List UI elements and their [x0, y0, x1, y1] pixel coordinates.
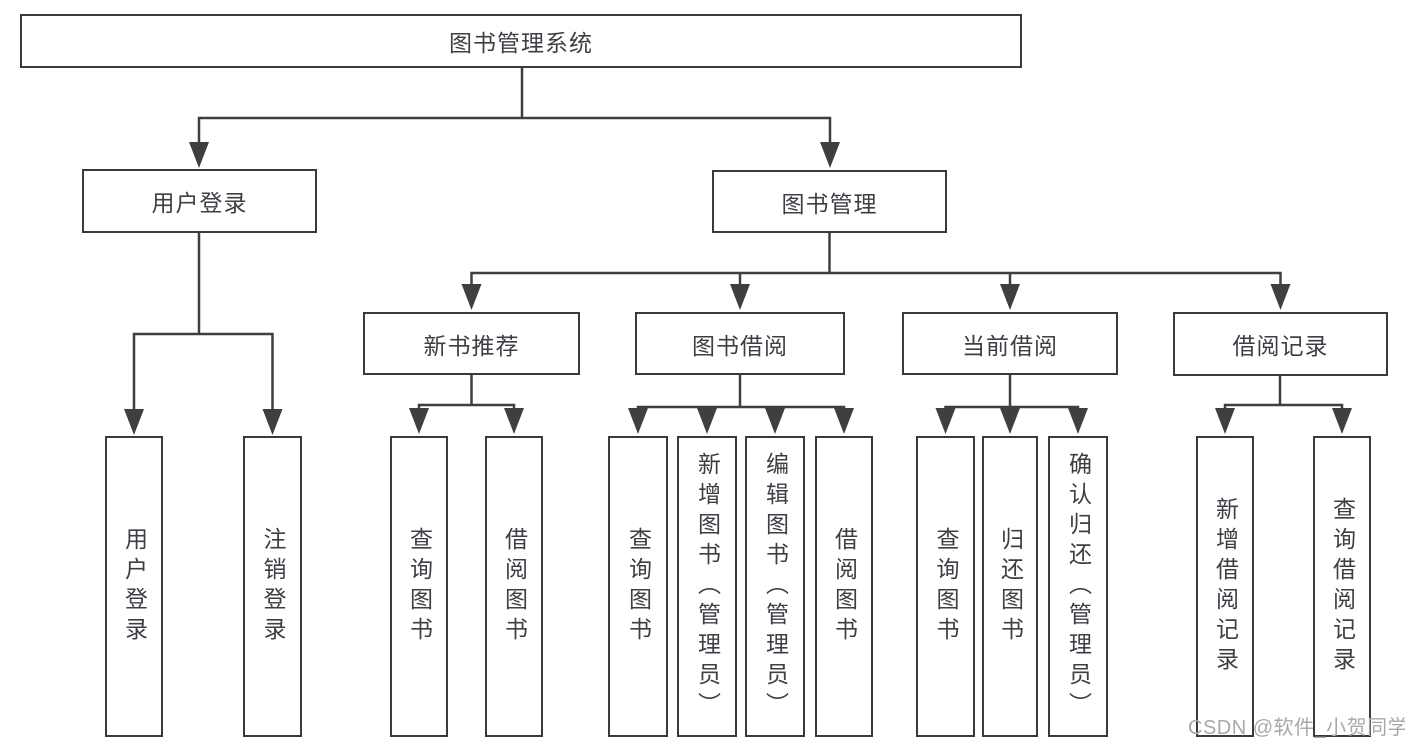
arrowhead-user-login — [189, 142, 209, 168]
leaf-edit-books-admin: 编辑图书（管理员） — [745, 436, 805, 737]
arrowhead-nb-borrow — [504, 408, 524, 434]
leaf-return-books: 归还图书 — [982, 436, 1038, 737]
leaf-user-login: 用户登录 — [105, 436, 163, 737]
arrowhead-bb-add — [697, 408, 717, 434]
node-label: 用户登录 — [151, 190, 248, 216]
leaf-query-borrow-record: 查询借阅记录 — [1313, 436, 1371, 737]
node-new-book-recommend: 新书推荐 — [363, 312, 580, 375]
node-system-root: 图书管理系统 — [20, 14, 1022, 68]
arrowhead-leaf-logout — [262, 409, 283, 435]
node-label: 查询借阅记录 — [1329, 496, 1356, 677]
leaf-add-books-admin: 新增图书（管理员） — [677, 436, 737, 737]
connector-level3-rail — [470, 271, 1282, 286]
node-label: 图书借阅 — [692, 332, 788, 359]
node-label: 用户登录 — [121, 526, 148, 647]
arrowhead-current-borrow — [1000, 284, 1020, 310]
arrowhead-nb-query — [409, 408, 429, 434]
node-label: 借阅图书 — [831, 526, 858, 647]
arrowhead-bb-edit — [765, 408, 785, 434]
node-borrow-record: 借阅记录 — [1173, 312, 1388, 376]
node-label: 查询图书 — [406, 526, 433, 647]
node-label: 查询图书 — [933, 526, 959, 647]
connector-user-login-rail — [132, 332, 274, 410]
arrowhead-leaf-user-login — [124, 409, 144, 435]
node-label: 新增借阅记录 — [1212, 496, 1239, 677]
arrowhead-bb-borrow — [834, 408, 854, 434]
leaf-query-books: 查询图书 — [608, 436, 668, 737]
arrowhead-new-book-rec — [461, 284, 482, 310]
leaf-logout: 注销登录 — [243, 436, 302, 737]
arrowhead-br-query — [1332, 408, 1352, 434]
arrowhead-borrow-record — [1270, 284, 1291, 310]
csdn-watermark: CSDN @软件_小贺同学 — [1188, 717, 1405, 739]
node-label: 确认归还（管理员） — [1065, 451, 1092, 722]
node-label: 新增图书（管理员） — [694, 451, 721, 722]
arrowhead-br-add — [1215, 408, 1235, 434]
arrowhead-bb-query — [628, 408, 648, 434]
arrowhead-cb-confirm — [1068, 408, 1088, 434]
arrowhead-book-borrow — [730, 284, 750, 310]
connector-level2-rail — [197, 116, 832, 144]
node-label: 归还图书 — [997, 526, 1024, 647]
node-label: 查询图书 — [625, 526, 652, 647]
node-user-login: 用户登录 — [82, 169, 317, 233]
node-current-borrow: 当前借阅 — [902, 312, 1118, 375]
connector-new-book-rec-rail — [417, 403, 516, 410]
leaf-query-books: 查询图书 — [390, 436, 448, 737]
leaf-confirm-return-admin: 确认归还（管理员） — [1048, 436, 1108, 737]
node-label: 图书管理系统 — [449, 30, 593, 56]
arrowhead-cb-return — [1000, 408, 1020, 434]
connector-borrow-record-rail — [1223, 403, 1344, 410]
arrowhead-book-mgmt — [820, 142, 840, 168]
node-label: 注销登录 — [260, 526, 286, 647]
node-book-borrow: 图书借阅 — [635, 312, 845, 375]
leaf-query-books: 查询图书 — [916, 436, 975, 737]
node-label: 图书管理 — [781, 190, 878, 217]
node-label: 新书推荐 — [423, 332, 520, 359]
node-label: 借阅记录 — [1232, 333, 1329, 359]
leaf-add-borrow-record: 新增借阅记录 — [1196, 436, 1254, 737]
node-label: 当前借阅 — [962, 332, 1058, 359]
leaf-borrow-books: 借阅图书 — [485, 436, 543, 737]
connector-book-borrow-rail — [636, 405, 846, 410]
node-label: 编辑图书（管理员） — [762, 451, 789, 722]
node-label: 借阅图书 — [501, 526, 528, 647]
arrowhead-cb-query — [935, 408, 956, 434]
leaf-borrow-books: 借阅图书 — [815, 436, 873, 737]
node-book-management: 图书管理 — [712, 170, 947, 233]
